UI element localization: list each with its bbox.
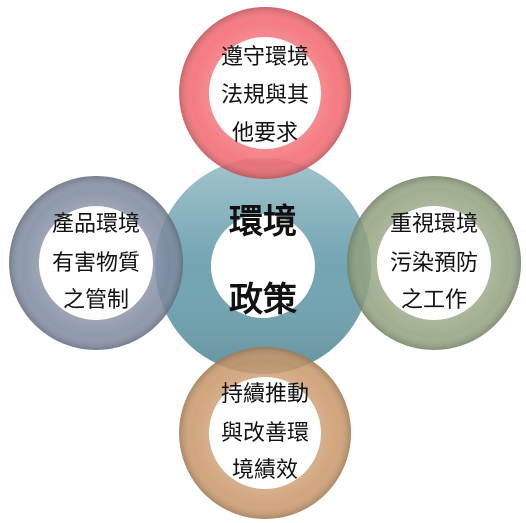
left-label-line-2: 有害物質 <box>52 251 140 276</box>
bottom-ring: 持續推動 與改善環 境績效 <box>179 347 352 519</box>
top-ring: 遵守環境 法規與其 他要求 <box>179 7 352 179</box>
right-label-line-3: 之工作 <box>401 288 467 313</box>
left-label-line-1: 產品環境 <box>52 212 140 237</box>
center-ring-gloss <box>155 158 372 374</box>
center-label-line-2: 政策 <box>229 280 297 320</box>
top-label-line-1: 遵守環境 <box>221 45 309 70</box>
right-ring: 重視環境 污染預防 之工作 <box>347 176 522 350</box>
top-ring-gloss <box>179 7 352 179</box>
left-ring: 產品環境 有害物質 之管制 <box>9 176 184 350</box>
bottom-label-line-2: 與改善環 <box>221 421 309 446</box>
top-label-line-2: 法規與其 <box>221 83 309 108</box>
right-label-line-1: 重視環境 <box>390 212 478 237</box>
center-label-line-1: 環境 <box>229 202 297 242</box>
bottom-label-line-3: 境績效 <box>232 458 298 483</box>
right-ring-gloss <box>347 176 522 350</box>
bottom-label-line-1: 持續推動 <box>221 382 309 407</box>
left-ring-gloss <box>9 176 184 350</box>
right-label-line-2: 污染預防 <box>390 251 478 276</box>
bottom-ring-gloss <box>179 347 352 519</box>
left-label-line-3: 之管制 <box>63 288 129 313</box>
center-ring: 環境 政策 <box>155 158 372 374</box>
top-label-line-3: 他要求 <box>232 121 298 146</box>
